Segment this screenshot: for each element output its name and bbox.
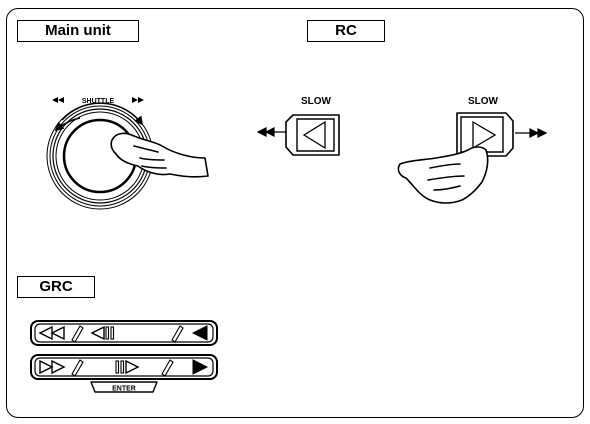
slow-right-label: SLOW [468, 96, 499, 107]
grc-row-reverse [31, 321, 217, 345]
shuttle-rewind-arrows-icon [52, 97, 64, 103]
slow-left-label: SLOW [301, 96, 332, 107]
enter-label: ENTER [112, 386, 136, 393]
slow-reverse-icon[interactable] [286, 115, 339, 155]
rc-hand-pointer-icon [398, 147, 487, 203]
slow-right-arrows-icon [515, 129, 546, 137]
rc-slow-reverse-group: SLOW [258, 96, 339, 155]
grc-row-forward [31, 355, 217, 379]
shuttle-forward-arrows-icon [132, 97, 144, 103]
enter-button[interactable]: ENTER [91, 382, 157, 393]
rc-slow-forward-group: SLOW [457, 96, 546, 156]
grc-panel: ENTER [31, 321, 217, 393]
